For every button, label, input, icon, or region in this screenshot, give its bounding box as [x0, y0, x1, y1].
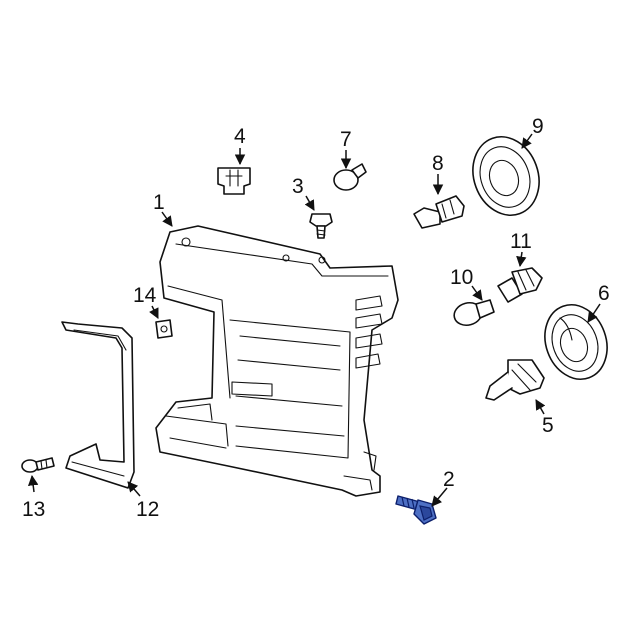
callout-8: 8: [432, 152, 444, 175]
nut-14[interactable]: [155, 319, 173, 339]
callout-13: 13: [22, 498, 45, 521]
leader-lines: [27, 133, 601, 507]
leader-6: [587, 303, 601, 323]
leader-11: [516, 251, 527, 268]
leader-13: [27, 474, 39, 493]
callout-5: 5: [542, 414, 554, 437]
leader-2: [431, 487, 448, 507]
callout-7: 7: [340, 128, 352, 151]
callout-12: 12: [136, 498, 159, 521]
callout-14: 14: [133, 284, 157, 307]
callout-11: 11: [510, 230, 532, 253]
bracket-12[interactable]: [61, 321, 135, 489]
leader-12: [127, 481, 141, 497]
leader-9: [521, 133, 533, 149]
callout-10: 10: [450, 266, 473, 289]
callout-9: 9: [532, 115, 544, 138]
callout-6: 6: [598, 282, 610, 305]
bulb-seal-9[interactable]: [462, 127, 550, 224]
callout-1: 1: [153, 191, 165, 214]
wedge-bulb-7[interactable]: [333, 163, 367, 191]
callout-2: 2: [443, 468, 455, 491]
leader-14: [149, 305, 159, 319]
headlamp-bulb-5[interactable]: [485, 359, 545, 401]
bulb-socket-8[interactable]: [413, 195, 465, 229]
screw-13[interactable]: [21, 457, 55, 473]
bulb-seal-6[interactable]: [535, 296, 617, 388]
leader-3: [304, 195, 315, 211]
leader-10: [471, 285, 483, 301]
callout-labels: 1 2 3 4 5 6 7 8 9 10 11 12 13 14: [22, 115, 610, 521]
leader-5: [535, 399, 546, 415]
leader-1: [161, 211, 173, 227]
clip-nut-4[interactable]: [217, 167, 251, 195]
socket-11[interactable]: [497, 267, 543, 303]
callout-3: 3: [292, 175, 304, 198]
mounting-bolt[interactable]: [395, 495, 437, 525]
screw-3[interactable]: [309, 213, 333, 239]
headlamp-housing[interactable]: [155, 225, 399, 497]
callout-4: 4: [234, 125, 246, 148]
bulb-10[interactable]: [452, 299, 495, 328]
